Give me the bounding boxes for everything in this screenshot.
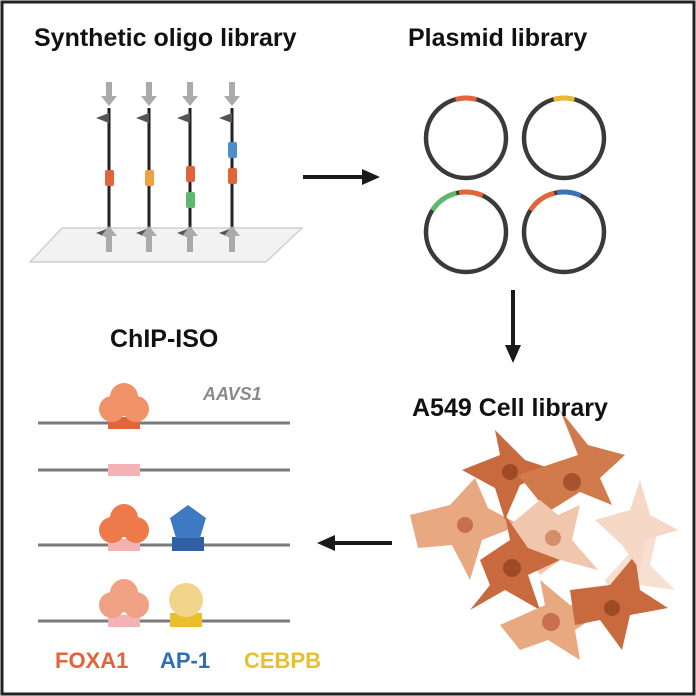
title-chip-iso: ChIP-ISO — [110, 325, 219, 353]
title-oligo-library: Synthetic oligo library — [34, 24, 297, 52]
oligo-strand — [219, 82, 240, 252]
arrow-right-icon — [303, 169, 380, 185]
oligo-array-illustration — [28, 82, 304, 263]
legend-foxa1: FOXA1 — [55, 648, 129, 673]
oligo-strand — [136, 82, 157, 252]
cell-library-illustration — [410, 410, 678, 660]
plasmid-circle — [521, 189, 607, 275]
locus-label-aavs1: AAVS1 — [203, 384, 262, 404]
cell — [570, 555, 668, 650]
arrow-down-icon — [505, 290, 521, 363]
plasmid-library-illustration — [423, 95, 607, 275]
ap1-protein-icon — [170, 505, 206, 538]
title-cell-library: A549 Cell library — [412, 394, 608, 422]
locus-row — [38, 504, 290, 551]
legend-ap1: AP-1 — [160, 648, 211, 673]
plasmid-circle — [423, 189, 509, 275]
foxa1-protein-icon — [99, 579, 149, 618]
oligo-glass-slide — [28, 227, 304, 263]
arrow-left-icon — [317, 535, 392, 551]
foxa1-protein-icon — [99, 504, 149, 543]
plasmid-circle — [423, 95, 509, 181]
cell — [518, 410, 625, 512]
plasmid-circle — [521, 95, 607, 181]
oligo-strand — [96, 82, 117, 252]
title-plasmid-library: Plasmid library — [408, 24, 588, 52]
chip-iso-loci — [38, 383, 290, 627]
locus-row — [38, 464, 290, 476]
foxa1-protein-icon — [99, 383, 149, 422]
locus-row — [38, 383, 290, 429]
oligo-strand — [177, 82, 198, 252]
legend-cebpb: CEBPB — [244, 648, 322, 673]
cebpb-protein-icon — [169, 583, 203, 617]
locus-row — [38, 579, 290, 627]
cell — [595, 480, 678, 570]
